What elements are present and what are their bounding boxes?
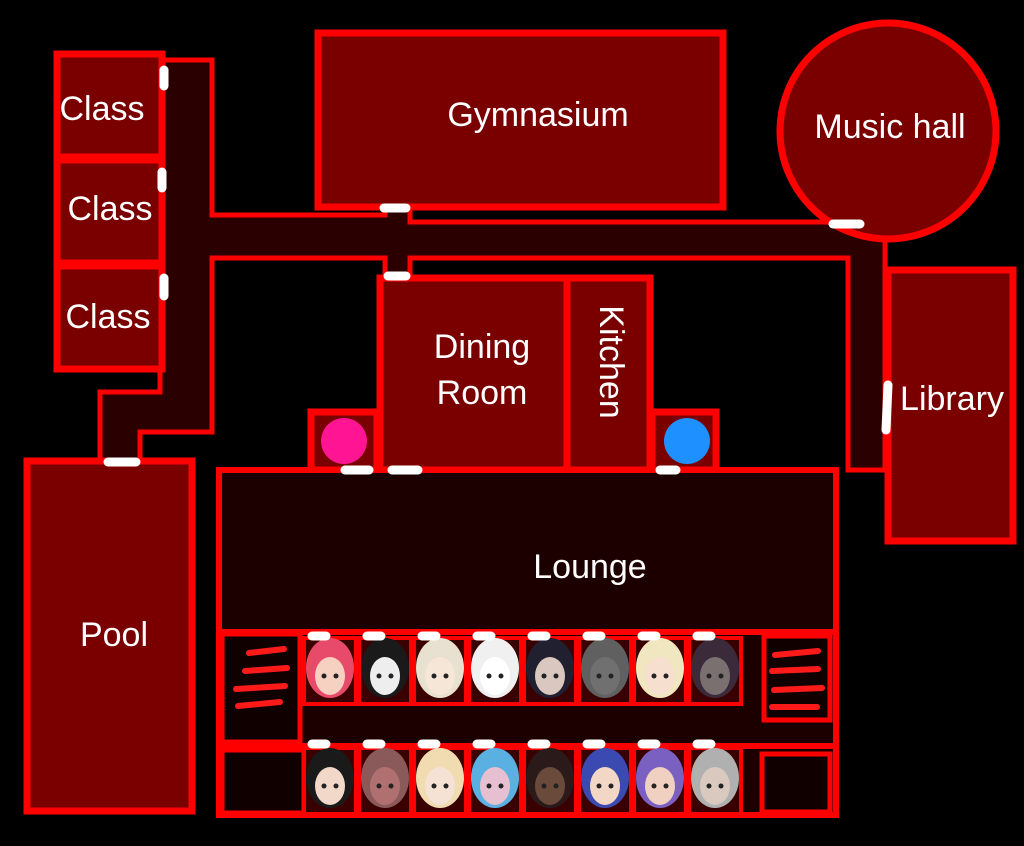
bedroom-portrait[interactable]: [632, 739, 688, 816]
bedroom-portrait[interactable]: [412, 739, 468, 816]
portrait-eye: [321, 783, 327, 789]
portrait-face: [535, 767, 565, 805]
door-library[interactable]: [881, 380, 893, 435]
portrait-eye: [388, 783, 394, 789]
bedroom-portrait[interactable]: [522, 739, 578, 816]
portrait-eye: [321, 673, 327, 679]
portrait-face: [700, 657, 730, 695]
portrait-eye: [443, 673, 449, 679]
portrait-eye: [706, 673, 712, 679]
portrait-eye: [376, 673, 382, 679]
library-room[interactable]: [884, 266, 1017, 545]
bedroom-portrait[interactable]: [577, 739, 633, 816]
classrooms: Class Class Class: [53, 50, 166, 373]
portrait-face: [645, 657, 675, 695]
portrait-eye: [718, 673, 724, 679]
portrait-face: [315, 657, 345, 695]
portrait-face: [480, 767, 510, 805]
pool-room[interactable]: [23, 457, 196, 815]
dining-room-label-line2: Room: [437, 374, 528, 412]
portrait-face: [425, 767, 455, 805]
pool-label: Pool: [80, 616, 148, 654]
portrait-eye: [663, 673, 669, 679]
portrait-eye: [431, 783, 437, 789]
gymnasium-label: Gymnasium: [447, 96, 628, 134]
bedrooms-bottom-row: [302, 739, 743, 816]
portrait-face: [700, 767, 730, 805]
music-hall-label: Music hall: [814, 108, 965, 146]
bedroom-portrait[interactable]: [687, 739, 743, 816]
portrait-face: [370, 767, 400, 805]
bedroom-portrait[interactable]: [577, 631, 633, 706]
dining-room-label-line1: Dining: [434, 328, 530, 366]
portrait-eye: [498, 783, 504, 789]
portrait-face: [480, 657, 510, 695]
bedrooms-top-row: [302, 631, 743, 706]
portrait-eye: [376, 783, 382, 789]
doors: [103, 65, 893, 475]
bedroom-portrait[interactable]: [467, 739, 523, 816]
class-2-label: Class: [67, 190, 152, 228]
bedroom-portrait[interactable]: [522, 631, 578, 706]
portrait-eye: [541, 783, 547, 789]
portrait-eye: [651, 783, 657, 789]
bedroom-portrait[interactable]: [412, 631, 468, 706]
portrait-face: [425, 657, 455, 695]
portrait-face: [370, 657, 400, 695]
portrait-eye: [651, 673, 657, 679]
class-room-3[interactable]: [53, 262, 166, 373]
portrait-eye: [486, 783, 492, 789]
pink-marker[interactable]: [321, 418, 367, 464]
bedroom-portrait[interactable]: [302, 631, 358, 706]
gymnasium-room[interactable]: [314, 29, 727, 211]
portrait-eye: [706, 783, 712, 789]
bedroom-portrait[interactable]: [687, 631, 743, 706]
class-1-label: Class: [59, 90, 144, 128]
portrait-face: [590, 657, 620, 695]
portrait-face: [590, 767, 620, 805]
bedroom-portrait[interactable]: [632, 631, 688, 706]
portrait-eye: [596, 673, 602, 679]
portrait-eye: [443, 783, 449, 789]
portrait-eye: [596, 783, 602, 789]
portrait-eye: [498, 673, 504, 679]
portrait-eye: [541, 673, 547, 679]
music-hall-room[interactable]: [776, 19, 1000, 243]
bottom-left-cell: [219, 747, 307, 816]
portrait-eye: [553, 783, 559, 789]
portrait-eye: [333, 673, 339, 679]
portrait-eye: [431, 673, 437, 679]
portrait-face: [645, 767, 675, 805]
portrait-face: [315, 767, 345, 805]
right-scribble: [769, 648, 825, 710]
portrait-eye: [486, 673, 492, 679]
bedroom-portrait[interactable]: [357, 739, 413, 816]
library-label: Library: [900, 380, 1004, 418]
bedroom-portrait[interactable]: [357, 631, 413, 706]
bedroom-portrait[interactable]: [302, 739, 358, 816]
portrait-eye: [718, 783, 724, 789]
kitchen-label: Kitchen: [592, 305, 630, 418]
portrait-eye: [608, 783, 614, 789]
class-3-label: Class: [65, 298, 150, 336]
class-room-1[interactable]: [53, 50, 166, 161]
portrait-eye: [333, 783, 339, 789]
portrait-eye: [553, 673, 559, 679]
lounge-room[interactable]: [216, 467, 839, 635]
portrait-eye: [608, 673, 614, 679]
bottom-right-cell: [759, 751, 833, 815]
portrait-face: [535, 657, 565, 695]
portrait-eye: [388, 673, 394, 679]
left-scribble: [233, 646, 290, 709]
blue-marker[interactable]: [664, 418, 710, 464]
bedroom-portrait[interactable]: [467, 631, 523, 706]
portrait-eye: [663, 783, 669, 789]
lounge-label: Lounge: [533, 548, 646, 586]
